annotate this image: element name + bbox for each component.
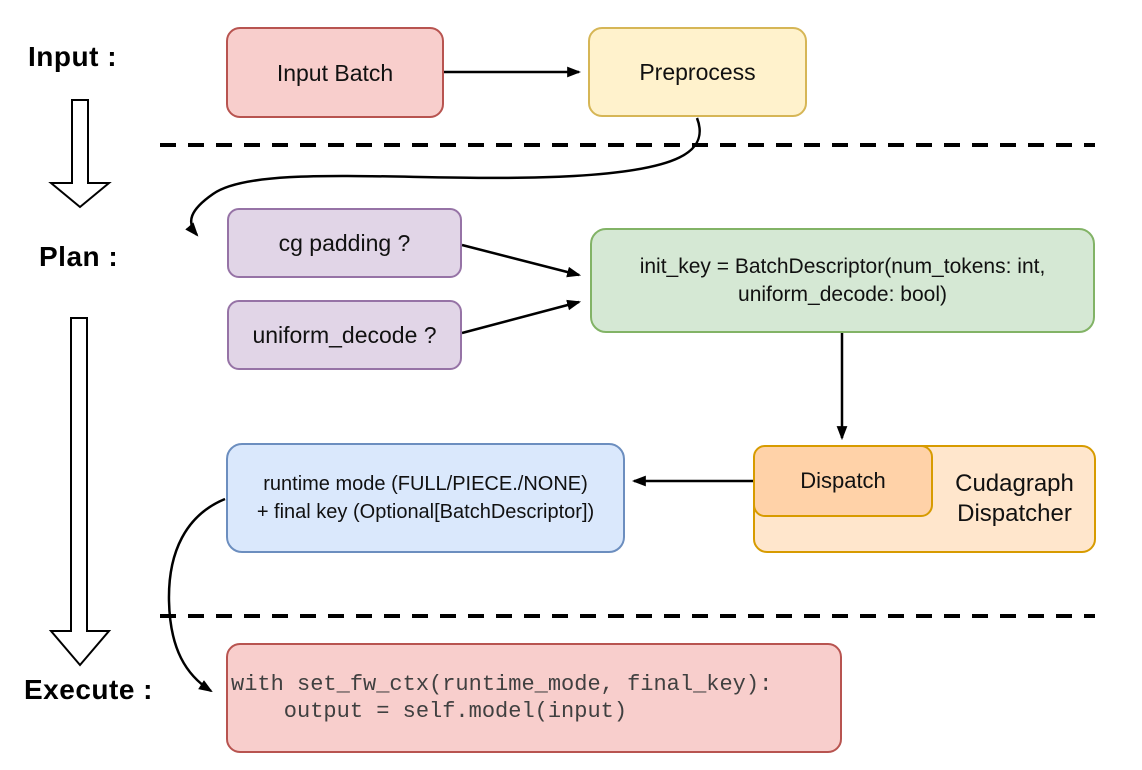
flow-down-arrow-plan-to-execute	[48, 317, 112, 667]
cudagraph-label-line2: Dispatcher	[957, 500, 1072, 527]
flow-down-arrow-input-to-plan	[48, 99, 112, 209]
node-runtime-mode: runtime mode (FULL/PIECE./NONE) + final …	[226, 443, 625, 553]
node-cg-padding-label: cg padding ?	[278, 230, 411, 256]
node-init-key: init_key = BatchDescriptor(num_tokens: i…	[590, 228, 1095, 333]
node-runtime-mode-line2: + final key (Optional[BatchDescriptor])	[256, 501, 595, 523]
node-init-key-line2: uniform_decode: bool)	[738, 282, 947, 306]
section-label-execute: Execute :	[24, 674, 153, 705]
execute-code-line1: with set_fw_ctx(runtime_mode, final_key)…	[231, 672, 773, 697]
arrow-uniformdecode-to-initkey	[461, 299, 582, 335]
node-uniform-decode: uniform_decode ?	[227, 300, 462, 370]
node-preprocess: Preprocess	[588, 27, 807, 117]
node-dispatch: Dispatch	[753, 445, 933, 517]
arrow-runtimemode-to-execute	[167, 497, 226, 693]
node-execute-code: with set_fw_ctx(runtime_mode, final_key)…	[226, 643, 842, 753]
node-uniform-decode-label: uniform_decode ?	[252, 322, 437, 348]
section-label-plan: Plan :	[39, 241, 119, 272]
node-dispatch-label: Dispatch	[800, 468, 886, 493]
node-preprocess-label: Preprocess	[639, 59, 756, 85]
node-input-batch-label: Input Batch	[276, 59, 394, 86]
arrow-cgpadding-to-initkey	[461, 243, 582, 278]
node-cudagraph-dispatcher-label: Cudagraph Dispatcher	[933, 445, 1096, 553]
execute-code-line2: output = self.model(input)	[231, 699, 628, 724]
section-label-input: Input :	[28, 41, 118, 72]
node-init-key-line1: init_key = BatchDescriptor(num_tokens: i…	[639, 254, 1046, 278]
node-cg-padding: cg padding ?	[227, 208, 462, 278]
arrow-preprocess-to-cgpadding	[185, 117, 701, 237]
node-runtime-mode-line1: runtime mode (FULL/PIECE./NONE)	[263, 473, 588, 495]
cudagraph-label-line1: Cudagraph	[955, 470, 1074, 497]
node-input-batch: Input Batch	[226, 27, 444, 118]
